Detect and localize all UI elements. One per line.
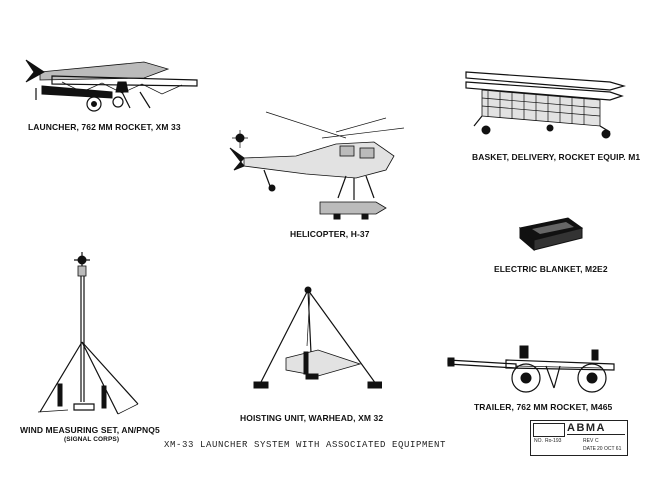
title-block-mark — [533, 423, 565, 437]
hoisting-unit-illustration — [252, 286, 382, 396]
hoisting-caption: HOISTING UNIT, WARHEAD, XM 32 — [240, 413, 384, 423]
basket-illustration — [460, 64, 626, 144]
abma-title-block: ABMA NO. Ro-193 REV C DATE 20 OCT 61 — [530, 420, 628, 456]
revision-value: C — [595, 438, 599, 444]
revision-label: REV — [583, 438, 594, 444]
launcher-illustration — [22, 52, 200, 118]
wind-note-caption: (SIGNAL CORPS) — [64, 436, 120, 443]
launcher-caption: LAUNCHER, 762 MM ROCKET, XM 33 — [28, 122, 181, 132]
abma-logo: ABMA — [567, 422, 625, 435]
sheet-title: XM-33 LAUNCHER SYSTEM WITH ASSOCIATED EQ… — [164, 440, 447, 450]
wind-measuring-illustration — [34, 252, 144, 424]
basket-caption: BASKET, DELIVERY, ROCKET EQUIP. M1 — [472, 152, 641, 162]
date-label: DATE — [583, 446, 596, 452]
blanket-illustration — [516, 214, 588, 254]
helicopter-caption: HELICOPTER, H-37 — [290, 229, 370, 239]
drawing-number-value: Ro-193 — [545, 438, 562, 444]
trailer-illustration — [446, 340, 618, 400]
drawing-number-label: NO. — [534, 438, 543, 444]
wind-set-caption: WIND MEASURING SET, AN/PNQ5 — [20, 425, 160, 435]
date-value: 20 OCT 61 — [597, 446, 622, 452]
helicopter-illustration — [226, 108, 416, 226]
blanket-caption: ELECTRIC BLANKET, M2E2 — [494, 264, 608, 274]
trailer-caption: TRAILER, 762 MM ROCKET, M465 — [474, 402, 613, 412]
